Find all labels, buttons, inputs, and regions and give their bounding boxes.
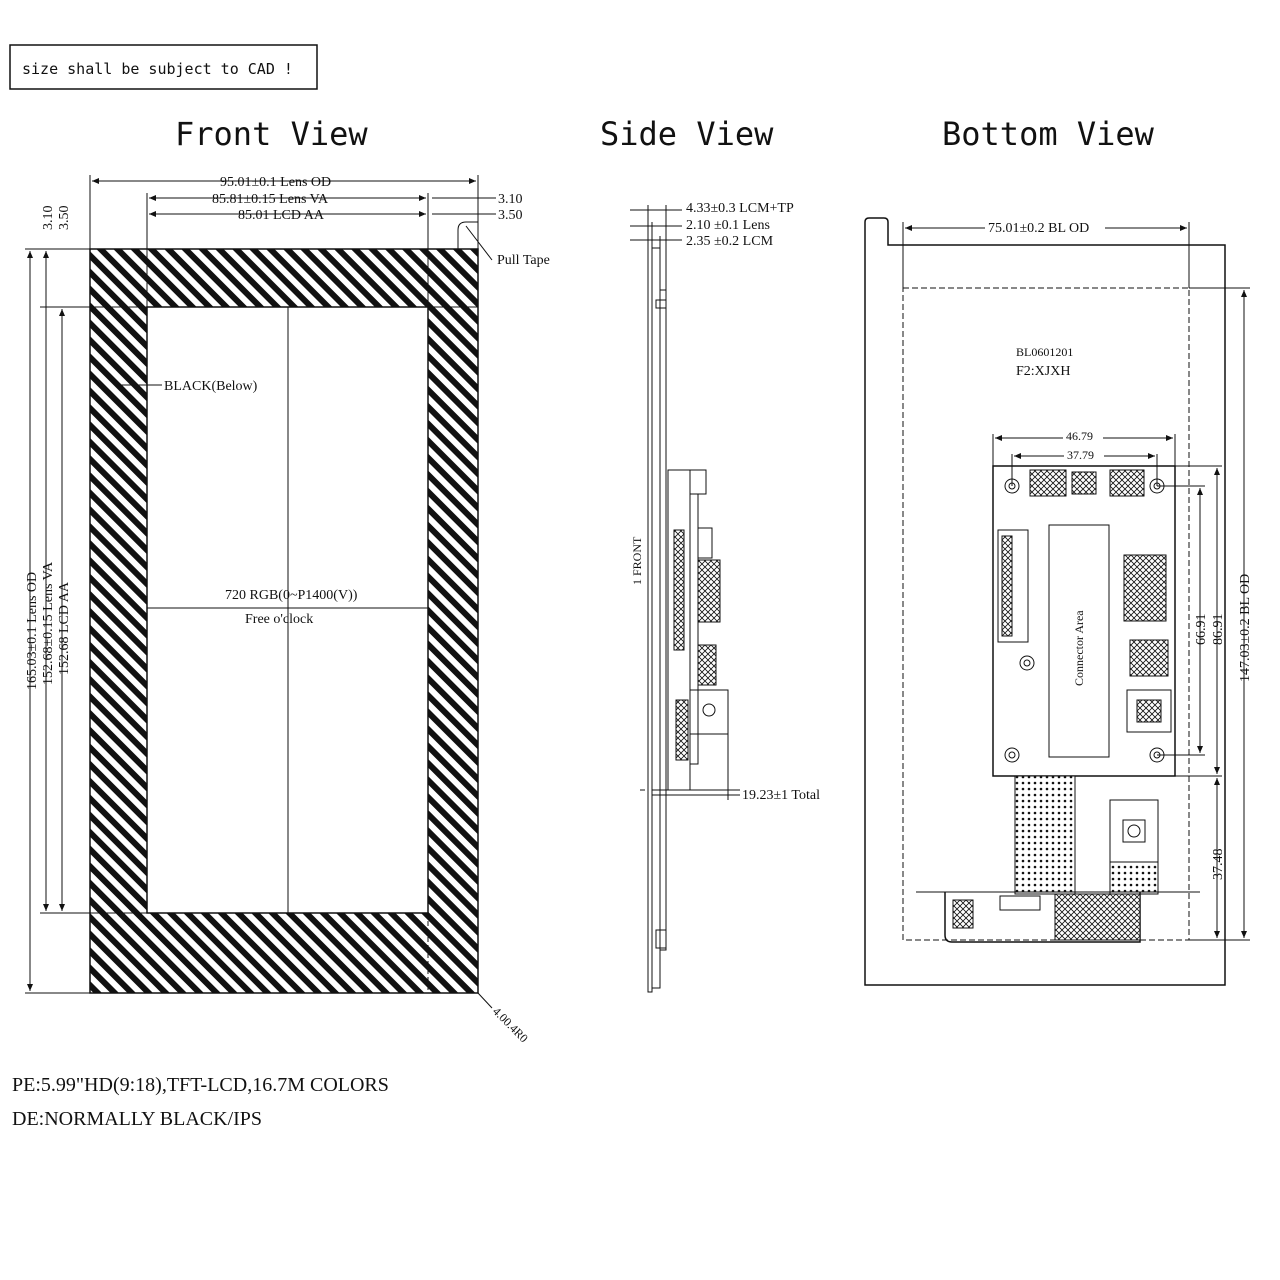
panel-spec: PE:5.99"HD(9:18),TFT-LCD,16.7M COLORS [12,1074,389,1096]
dim-37-48: 37.48 [1211,849,1226,881]
connector [1109,469,1145,497]
bottom-view: 75.01±0.2 BL OD BL0601201 F2:XJXH 46.79 … [864,217,1253,986]
dim-lens-va-h: 152.68±0.15 Lens VA [41,561,56,685]
dim-86-91: 86.91 [1211,614,1226,646]
dim-bl-od-h: 147.03±0.2 BL OD [1238,574,1253,682]
dim-lens-thickness: 2.10 ±0.1 Lens [686,218,770,233]
side-view: 4.33±0.3 LCM+TP 2.10 ±0.1 Lens 2.35 ±0.2… [630,201,820,993]
dim-lens-od-w: 95.01±0.1 Lens OD [220,175,331,190]
dim-left-3-50: 3.50 [57,206,72,231]
pull-tape-label: Pull Tape [497,253,550,268]
cad-note: size shall be subject to CAD ! [9,44,318,90]
connector-area-label: Connector Area [1072,610,1086,686]
dim-right-3-10: 3.10 [498,192,523,207]
display-mode: DE:NORMALLY BLACK/IPS [12,1108,262,1130]
mount-hole [1004,747,1020,763]
dim-lcm-thickness: 2.35 ±0.2 LCM [686,234,774,249]
dim-bl-od-w: 75.01±0.2 BL OD [988,221,1089,236]
part-number: BL0601201 [1016,345,1073,359]
flex-pad [1109,799,1159,863]
corner-radius-label: 4.00.4R0 [490,1004,531,1045]
front-indicator: 1 FRONT [630,536,644,585]
free-clock-label: Free o'clock [245,612,313,627]
backlight-outline [864,217,1226,986]
black-below-label: BLACK(Below) [164,379,258,394]
dim-right-3-50: 3.50 [498,208,523,223]
component [1126,689,1172,733]
connector [1029,469,1067,497]
dim-left-3-10: 3.10 [41,206,56,231]
component [1129,639,1169,677]
resolution-label: 720 RGB(0~P1400(V)) [225,588,358,603]
dim-lens-od-h: 165.03±0.1 Lens OD [25,572,40,690]
bl-inner-area [902,287,1190,941]
cad-note-text: size shall be subject to CAD ! [22,60,293,78]
component [1123,554,1167,622]
dim-lcd-aa-h: 152.68 LCD AA [57,581,72,675]
dim-66-91: 66.91 [1194,614,1209,646]
dim-lcd-aa-w: 85.01 LCD AA [238,208,325,223]
pcb-board [992,465,1176,777]
dim-46-79: 46.79 [1066,429,1093,443]
dim-total-thickness: 19.23±1 Total [742,788,820,803]
dim-lens-va-w: 85.81±0.15 Lens VA [212,192,329,207]
mount-hole [1004,478,1020,494]
dim-lcm-tp: 4.33±0.3 LCM+TP [686,201,794,216]
mount-hole [1019,655,1035,671]
front-view: 95.01±0.1 Lens OD 85.81±0.15 Lens VA 85.… [25,175,550,1045]
bottom-view-title: Bottom View [942,115,1155,153]
pull-tape-tab [457,221,479,249]
side-view-title: Side View [600,115,774,153]
fpc-connector [997,529,1029,643]
dim-37-79: 37.79 [1067,448,1094,462]
connector-area-box [1048,524,1110,758]
fpc-tail [1014,775,1076,895]
fpc-bottom [944,892,1141,943]
f2-code: F2:XJXH [1016,364,1070,379]
connector [1071,471,1097,495]
front-view-title: Front View [175,115,368,153]
